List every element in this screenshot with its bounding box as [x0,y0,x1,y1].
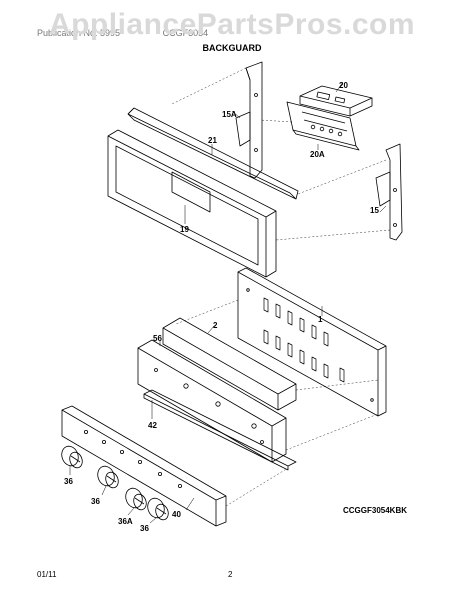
header-model-text: CCGF3054 [162,28,209,38]
part-15-right-bracket [375,143,403,241]
label-15: 15 [370,206,379,215]
footer-page-number: 2 [228,570,233,579]
footer-date: 01/11 [37,570,57,579]
part-20A-overlay [286,101,360,151]
bottom-alignment-lines [175,299,379,507]
part-40-control-panel [61,405,227,527]
part-21-trim-strip [127,107,299,200]
label-19: 19 [180,225,189,234]
label-36-third: 36 [140,524,149,533]
section-title: BACKGUARD [202,43,262,53]
label-1: 1 [318,315,323,324]
knob-4 [147,497,169,521]
publication-text: Publication No. 5995 [37,28,121,38]
part-56-manifold-panel [137,339,287,463]
part-2-heat-shield [162,317,297,411]
knob-3 [125,487,147,511]
top-leader-lines [184,81,387,224]
knob-2 [97,465,119,489]
bottom-leader-lines [69,306,323,524]
label-2: 2 [213,321,218,330]
label-36-first: 36 [64,477,73,486]
part-42-bottom-strip [143,389,297,471]
label-40: 40 [172,510,181,519]
part-1-rear-panel [237,267,387,417]
label-20A: 20A [310,150,325,159]
knob-1 [61,445,83,469]
part-36-knobs [61,445,169,521]
label-36-second: 36 [91,497,100,506]
label-42: 42 [148,421,157,430]
page-header: Publication No. 5995 CCGF3054 [37,28,248,38]
label-21: 21 [208,136,217,145]
part-19-backguard-panel [107,129,277,278]
part-20-control-board [299,85,373,117]
top-alignment-lines [171,67,391,241]
watermark: AppliancePartsPros.com [48,8,416,41]
part-15A-left-bracket [235,61,263,179]
label-15A: 15A [222,110,237,119]
label-20: 20 [339,81,348,90]
label-56: 56 [153,334,162,343]
model-code: CCGGF3054KBK [343,506,408,515]
label-36A: 36A [118,517,133,526]
